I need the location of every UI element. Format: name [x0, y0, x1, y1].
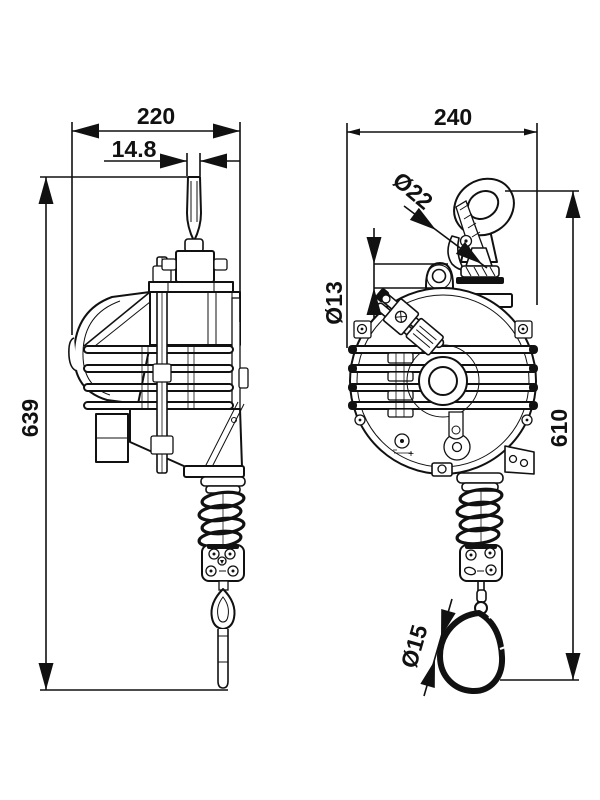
front-hook — [447, 177, 515, 278]
dim-label-14-8: 14.8 — [112, 136, 157, 162]
dim-front-width: 240 — [346, 104, 538, 348]
side-clamp-block — [201, 544, 245, 591]
side-control-rod — [150, 256, 174, 474]
dim-label-d22: Ø22 — [388, 167, 438, 215]
dim-label-240: 240 — [434, 104, 472, 130]
dim-side-height: 639 — [17, 176, 228, 691]
side-top-hook — [148, 176, 234, 293]
front-spring — [455, 472, 504, 546]
side-snap-hook-edge — [210, 588, 236, 689]
front-drum-fittings — [393, 411, 535, 477]
cable-guide-segments — [387, 352, 414, 418]
dim-label-610: 610 — [546, 409, 572, 447]
side-spring — [197, 476, 246, 549]
front-clamp-block — [459, 544, 503, 582]
dim-side-hook-width: 14.8 — [104, 136, 240, 176]
dim-label-639: 639 — [17, 399, 43, 437]
dim-front-height: 610 — [500, 190, 581, 681]
front-view — [348, 177, 538, 694]
front-hub — [406, 344, 480, 418]
side-view — [68, 176, 249, 689]
dim-label-d15: Ø15 — [396, 622, 433, 671]
front-carabiner — [437, 589, 509, 694]
dim-label-d13: Ø13 — [321, 281, 347, 324]
dim-side-width: 220 — [71, 103, 241, 335]
dim-label-220: 220 — [137, 103, 175, 129]
dim-suspension-eye-diameter: Ø13 — [321, 228, 450, 325]
